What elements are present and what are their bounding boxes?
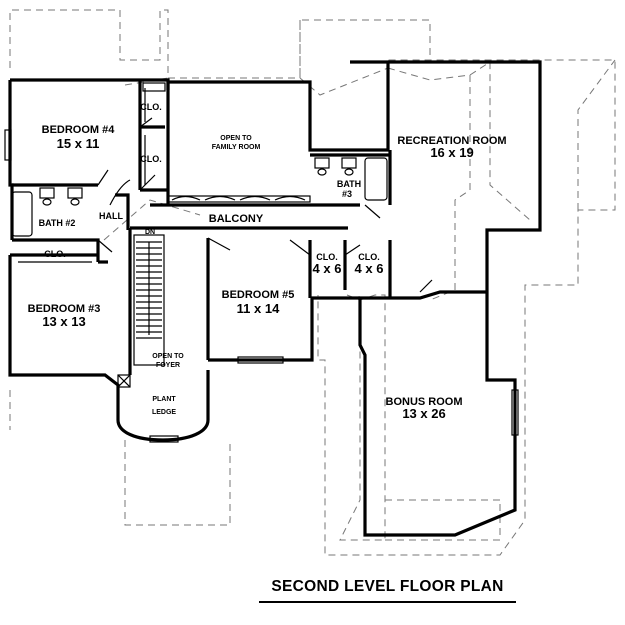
bath2-label: BATH #2 — [39, 218, 76, 228]
title-underline — [259, 601, 516, 603]
clo-right-label: CLO. — [358, 252, 380, 262]
fixtures-and-doors — [4, 82, 519, 443]
clo-left-label: CLO. — [316, 252, 338, 262]
clo-b4-bottom-label: CLO. — [140, 154, 162, 164]
balcony-label: BALCONY — [209, 213, 264, 225]
clo-b4-top-label: CLO. — [140, 102, 162, 112]
bedroom4-size: 15 x 11 — [57, 136, 100, 151]
clo-b3-label: CLO. — [44, 249, 66, 259]
bedroom5-label: BEDROOM #5 — [222, 289, 295, 301]
open-family-line2: FAMILY ROOM — [212, 144, 261, 151]
hall-label: HALL — [99, 211, 123, 221]
bedroom5-size: 11 x 14 — [237, 301, 280, 316]
plant-ledge-line2: LEDGE — [152, 409, 176, 416]
bath3-label: BATH — [337, 179, 361, 189]
plan-title: SECOND LEVEL FLOOR PLAN — [271, 578, 504, 595]
open-family-line1: OPEN TO — [220, 135, 252, 142]
dn-label: DN — [145, 229, 155, 236]
clo-right-size: 4 x 6 — [355, 261, 384, 276]
clo-left-size: 4 x 6 — [313, 261, 342, 276]
bedroom4-label: BEDROOM #4 — [42, 124, 116, 136]
bath3-num: #3 — [342, 189, 352, 199]
recreation-label: RECREATION ROOM — [397, 135, 506, 147]
exterior-walls — [8, 60, 542, 537]
bedroom3-size: 13 x 13 — [42, 314, 85, 329]
plant-ledge-line1: PLANT — [152, 396, 176, 403]
recreation-size: 16 x 19 — [430, 145, 473, 160]
roof-outline-dashed — [9, 9, 616, 556]
bonus-size: 13 x 26 — [402, 406, 445, 421]
bonus-label: BONUS ROOM — [386, 396, 463, 408]
interior-walls — [10, 80, 392, 375]
open-foyer-line1: OPEN TO — [152, 353, 184, 360]
bedroom3-label: BEDROOM #3 — [28, 303, 101, 315]
open-foyer-line2: FOYER — [156, 362, 180, 369]
